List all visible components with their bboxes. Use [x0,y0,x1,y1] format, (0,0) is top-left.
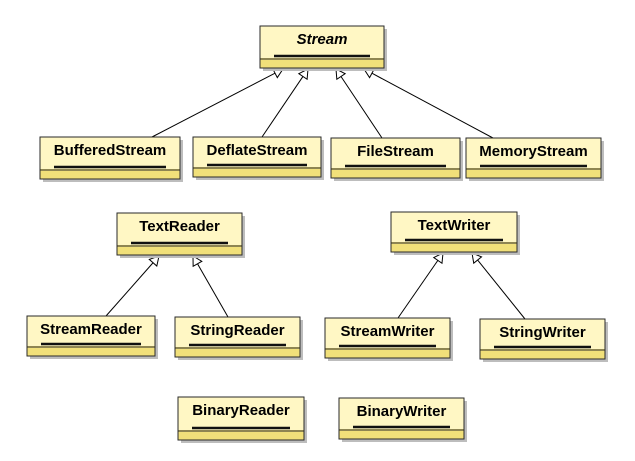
edge-line [105,262,154,317]
class-name: BufferedStream [54,142,167,159]
class-box-string-reader[interactable]: StringReader [174,316,303,360]
inheritance-edge-memory-stream [363,68,494,139]
inheritance-edges [105,68,526,320]
box-band [175,347,300,357]
box-band [331,168,460,178]
inheritance-edge-deflate-stream [261,68,309,138]
class-box-binary-reader[interactable]: BinaryReader [177,396,307,443]
edge-line [340,76,383,139]
box-band [480,349,605,359]
edge-line [397,260,439,319]
box-band [193,167,321,177]
box-band [117,245,242,255]
generalization-arrowhead [432,252,444,265]
edge-line [261,76,304,138]
class-name: StreamReader [40,321,142,338]
class-box-string-writer[interactable]: StringWriter [479,318,608,362]
box-band [178,430,304,440]
inheritance-edge-string-writer [471,252,526,320]
edge-line [477,259,526,320]
class-box-deflate-stream[interactable]: DeflateStream [192,136,324,180]
generalization-arrowhead [297,68,309,81]
class-box-stream[interactable]: Stream [259,25,387,71]
class-box-stream-reader[interactable]: StreamReader [26,315,158,359]
class-name: TextWriter [418,217,491,234]
edge-line [197,263,229,318]
inheritance-edge-string-reader [192,255,229,318]
class-name: MemoryStream [479,143,587,160]
class-box-memory-stream[interactable]: MemoryStream [465,137,604,181]
box-band [391,242,517,252]
box-band [40,169,180,179]
inheritance-edge-file-stream [335,68,383,139]
edge-line [151,72,276,138]
box-band [339,429,464,439]
class-name: FileStream [357,143,434,160]
class-box-buffered-stream[interactable]: BufferedStream [39,136,183,182]
class-name: BinaryWriter [357,403,447,420]
inheritance-edge-buffered-stream [151,68,284,138]
generalization-arrowhead [192,255,203,268]
class-box-file-stream[interactable]: FileStream [330,137,463,181]
box-band [260,58,384,68]
class-name: TextReader [139,218,220,235]
box-band [466,168,601,178]
class-box-text-writer[interactable]: TextWriter [390,211,520,255]
box-band [325,348,450,358]
class-name: BinaryReader [192,402,290,419]
edge-line [371,72,494,139]
class-box-text-reader[interactable]: TextReader [116,212,245,258]
class-name: StringWriter [499,324,586,341]
inheritance-edge-stream-reader [105,255,160,317]
inheritance-edge-stream-writer [397,252,444,319]
class-name: Stream [297,31,348,48]
class-box-stream-writer[interactable]: StreamWriter [324,317,453,361]
class-name: StreamWriter [341,323,435,340]
class-name: DeflateStream [207,142,308,159]
class-name: StringReader [190,322,284,339]
class-box-binary-writer[interactable]: BinaryWriter [338,397,467,442]
box-band [27,346,155,356]
generalization-arrowhead [335,68,347,81]
